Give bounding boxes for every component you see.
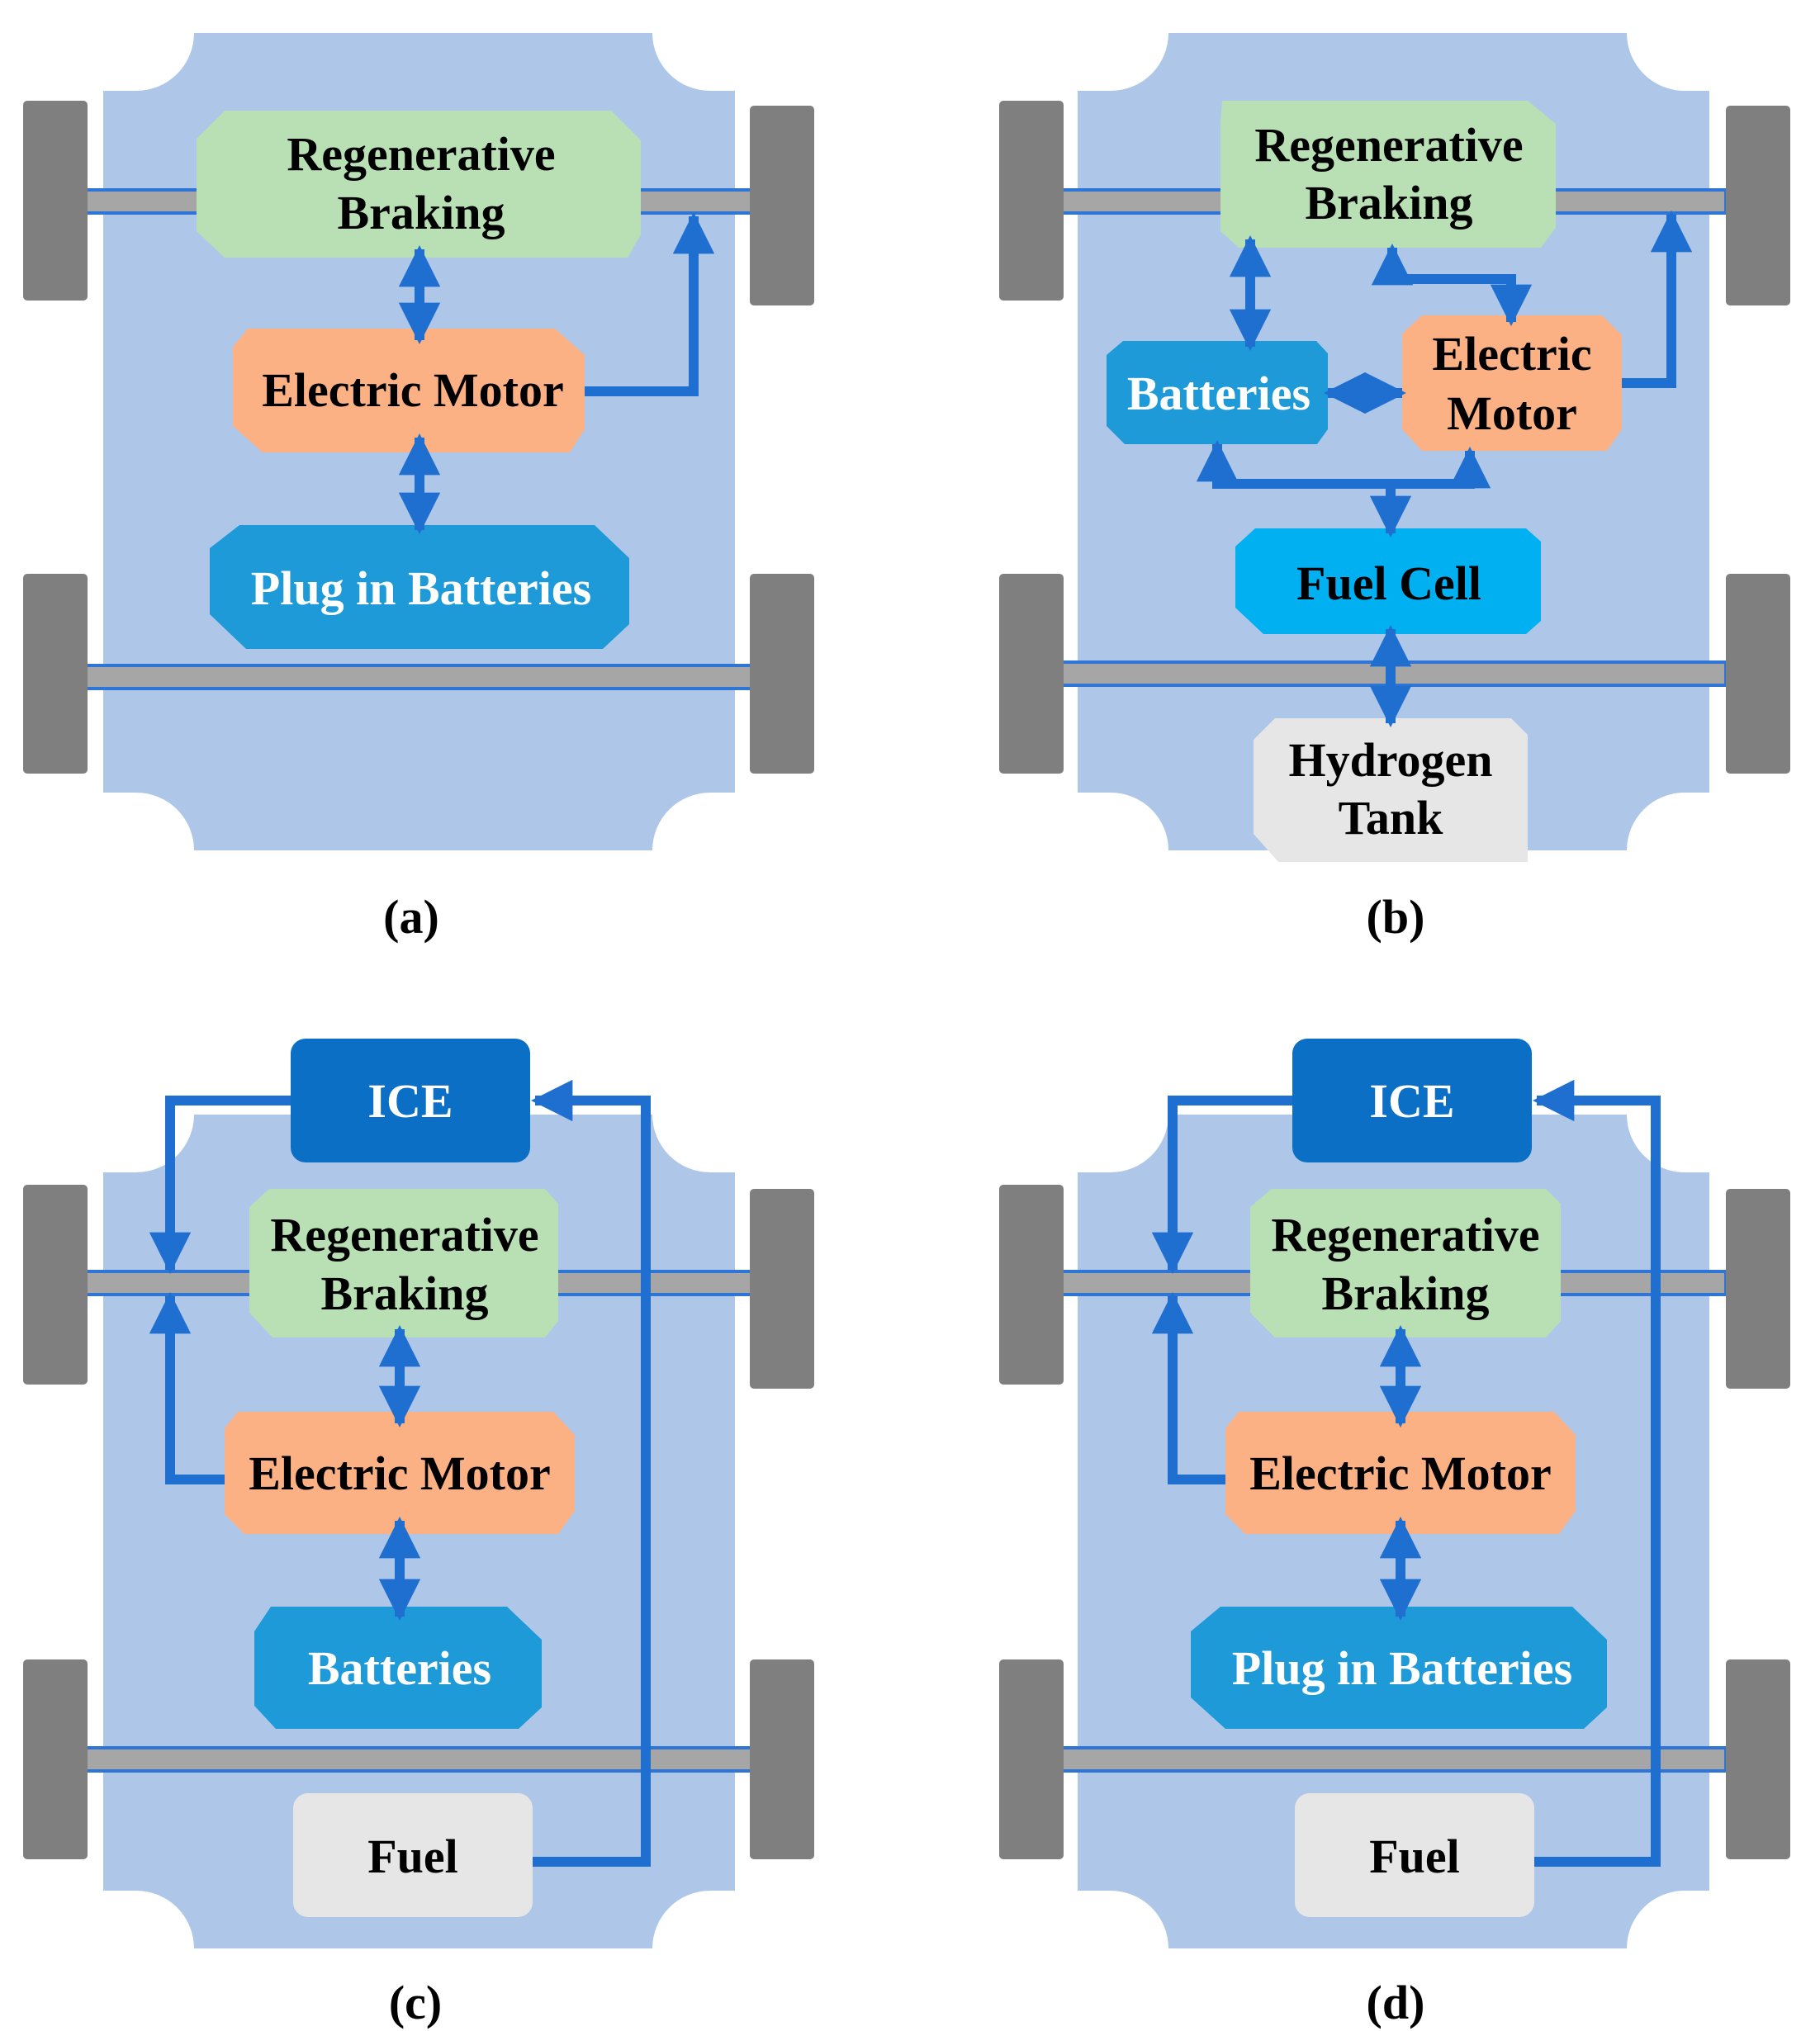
- wheel: [750, 1189, 814, 1389]
- panel-c: ICE Regenerative Braking Electric Motor …: [23, 1039, 814, 2029]
- wheel: [23, 101, 88, 301]
- fuelcell-motor-branch: [1391, 446, 1491, 489]
- wheel: [23, 1185, 88, 1385]
- wheel: [999, 1659, 1064, 1859]
- tank-block: [1254, 718, 1528, 862]
- panel-a: Regenerative Braking Electric Motor Plug…: [23, 33, 814, 944]
- regen-label-2: Braking: [1305, 176, 1472, 230]
- batteries-block: [1191, 1607, 1607, 1729]
- wheel: [23, 574, 88, 774]
- regen-label-1: Regenerative: [287, 127, 555, 181]
- ice-label: ICE: [367, 1074, 453, 1128]
- wheel: [23, 1659, 88, 1859]
- fuel-block: [1295, 1793, 1534, 1917]
- batteries-block: [210, 525, 629, 649]
- wheel: [999, 574, 1064, 774]
- motor-axle-arrow: [1151, 1291, 1225, 1484]
- caption-d: (d): [1367, 1976, 1425, 2029]
- wheel: [750, 574, 814, 774]
- regen-label-2: Braking: [1321, 1266, 1489, 1320]
- fuel-ice-arrow: [1532, 1079, 1661, 1867]
- motor-block: [225, 1412, 575, 1534]
- regen-label-1: Regenerative: [1254, 118, 1523, 172]
- fuel-block: [293, 1793, 533, 1917]
- regen-block: [1250, 1189, 1561, 1337]
- motor-label: Electric Motor: [262, 363, 564, 417]
- wheel: [999, 101, 1064, 301]
- motor-label-1: Electric: [1432, 327, 1591, 381]
- panel-d: ICE Regenerative Braking Electric Motor …: [999, 1039, 1790, 2029]
- ice-label: ICE: [1369, 1074, 1454, 1128]
- motor-axle-arrow: [1622, 210, 1693, 388]
- fuel-ice-arrow: [530, 1079, 651, 1867]
- fuel-label: Fuel: [367, 1830, 458, 1883]
- rear-axle: [81, 1746, 753, 1773]
- wheel: [999, 1185, 1064, 1385]
- wheel: [750, 106, 814, 305]
- regen-label-2: Braking: [320, 1266, 488, 1320]
- regen-motor-arrow: [1371, 243, 1533, 327]
- caption-c: (c): [389, 1976, 442, 2029]
- ice-axle-arrow: [149, 1096, 291, 1275]
- motor-label: Electric Motor: [1249, 1446, 1552, 1500]
- batteries-label: Batteries: [308, 1641, 491, 1695]
- rear-axle: [81, 664, 753, 690]
- motor-block: [1225, 1412, 1576, 1534]
- regen-label-1: Regenerative: [270, 1208, 538, 1262]
- batteries-block: [254, 1607, 542, 1729]
- wheel: [1726, 574, 1790, 774]
- panel-b: Regenerative Braking Batteries Electric …: [999, 33, 1790, 944]
- batteries-label: Batteries: [1127, 367, 1310, 420]
- fuelcell-battery-branch: [1196, 439, 1391, 489]
- caption-a: (a): [383, 890, 439, 944]
- batteries-label: Plug in Batteries: [251, 561, 591, 615]
- motor-axle-arrow: [585, 211, 715, 396]
- motor-block: [233, 329, 585, 452]
- caption-b: (b): [1367, 890, 1425, 944]
- ice-axle-arrow: [1151, 1096, 1292, 1275]
- regen-block: [1220, 101, 1556, 248]
- rear-axle: [1059, 1746, 1728, 1773]
- wheel: [1726, 106, 1790, 305]
- regen-label-1: Regenerative: [1271, 1208, 1539, 1262]
- ice-block: [291, 1039, 530, 1162]
- tank-label-1: Hydrogen: [1288, 733, 1492, 787]
- regen-label-2: Braking: [337, 186, 505, 239]
- fuel-label: Fuel: [1369, 1830, 1460, 1883]
- wheel: [750, 1659, 814, 1859]
- motor-axle-arrow: [149, 1291, 225, 1484]
- fuel-cell-block: [1235, 528, 1541, 634]
- ice-block: [1292, 1039, 1532, 1162]
- wheel: [1726, 1659, 1790, 1859]
- motor-block: [1402, 315, 1622, 451]
- fuel-cell-label: Fuel Cell: [1296, 556, 1481, 610]
- regen-block: [249, 1189, 558, 1337]
- batteries-block: [1107, 341, 1328, 444]
- motor-label: Electric Motor: [249, 1446, 551, 1500]
- wheel: [1726, 1189, 1790, 1389]
- batteries-label: Plug in Batteries: [1232, 1641, 1572, 1695]
- tank-label-2: Tank: [1339, 791, 1444, 845]
- regen-block: [197, 111, 641, 258]
- motor-label-2: Motor: [1447, 386, 1577, 440]
